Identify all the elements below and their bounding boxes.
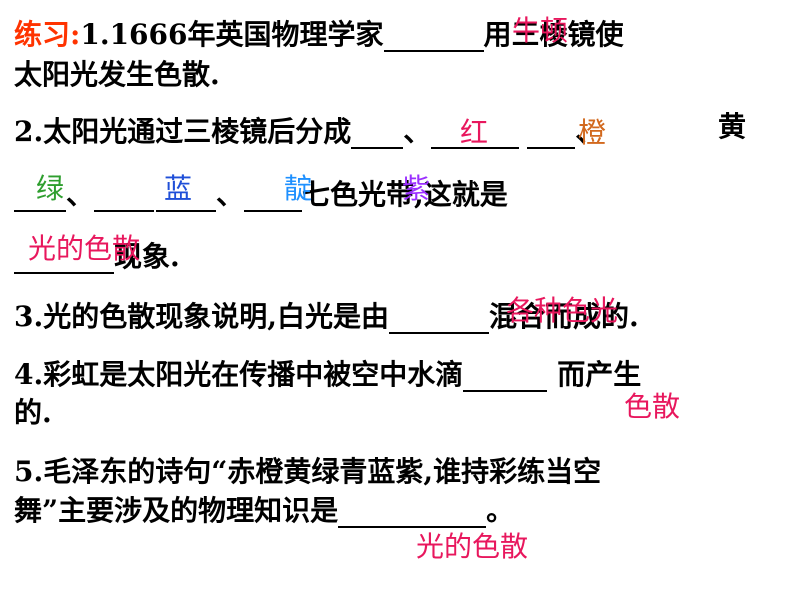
q5-blank <box>338 498 487 528</box>
question-3-line-1: 3.光的色散现象说明,白光是由 混合而成的. <box>14 300 639 334</box>
question-5-line-1: 5.毛泽东的诗句“赤橙黄绿青蓝紫,谁持彩练当空 <box>14 455 602 488</box>
q2-text-e: 现象. <box>114 240 180 273</box>
answer-indigo: 靛 <box>284 172 313 205</box>
q2-blank-indigo <box>244 182 303 212</box>
q5-text-b: 舞”主要涉及的物理知识是 <box>14 494 339 527</box>
q3-text-b: 混合而成的. <box>488 300 639 333</box>
q2-text-d: 七色光带,这就是 <box>302 178 508 211</box>
q3-text-a: 3.光的色散现象说明,白光是由 <box>14 300 389 333</box>
question-1-line-2: 太阳光发生色散. <box>14 58 220 91</box>
q2-blank-blue-2 <box>156 182 217 212</box>
question-2-line-3: 现象. <box>14 240 180 274</box>
q2-sep-4: 、 <box>216 178 245 211</box>
question-2-line-2: 、 、 七色光带,这就是 <box>14 178 508 212</box>
answer-newton: 牛顿 <box>512 14 569 47</box>
q2-blank-orange <box>431 119 520 149</box>
q2-yellow-word: 黄 <box>718 110 747 143</box>
q2-blank-blue <box>94 182 155 212</box>
question-2-line-1: 2.太阳光通过三棱镜后分成 、 、 <box>14 115 603 149</box>
q2-blank-red <box>351 119 404 149</box>
q1-text-a: 1.1666年英国物理学家 <box>80 18 384 51</box>
q4-text-b: 而产生 <box>557 358 642 391</box>
q2-blank-dispersion <box>14 244 114 274</box>
q4-blank <box>463 362 548 392</box>
answer-orange: 橙 <box>578 116 607 149</box>
question-5-line-2: 舞”主要涉及的物理知识是 。 <box>14 494 514 528</box>
question-4-line-1: 4.彩虹是太阳光在传播中被空中水滴 而产生 <box>14 358 641 392</box>
q2-blank-yellow-pre <box>527 119 576 149</box>
q3-blank <box>388 304 489 334</box>
q2-sep-1: 、 <box>403 115 432 148</box>
q2-text-a: 2.太阳光通过三棱镜后分成 <box>14 115 352 148</box>
answer-colored-light: 各种色光 <box>506 294 619 327</box>
q4-text-a: 4.彩虹是太阳光在传播中被空中水滴 <box>14 358 464 391</box>
answer-purple: 紫 <box>402 172 431 205</box>
q5-text-c: 。 <box>486 494 515 527</box>
answer-dispersion-2: 色散 <box>624 390 681 423</box>
q1-text-b: 用三棱镜使 <box>483 18 624 51</box>
answer-blue: 蓝 <box>164 172 193 205</box>
q2-sep-2: 、 <box>575 115 604 148</box>
answer-red: 红 <box>460 116 489 149</box>
answer-dispersion-3: 光的色散 <box>416 530 529 563</box>
q2-blank-green <box>14 182 66 212</box>
answer-green: 绿 <box>36 172 65 205</box>
q2-sep-3: 、 <box>66 178 95 211</box>
exercise-label: 练习: <box>14 18 81 51</box>
answer-dispersion-1: 光的色散 <box>28 232 141 265</box>
question-4-line-2: 的. <box>14 396 52 429</box>
question-1-line-1: 练习:1.1666年英国物理学家 用三棱镜使 <box>14 18 624 52</box>
q1-blank-1 <box>383 22 484 52</box>
